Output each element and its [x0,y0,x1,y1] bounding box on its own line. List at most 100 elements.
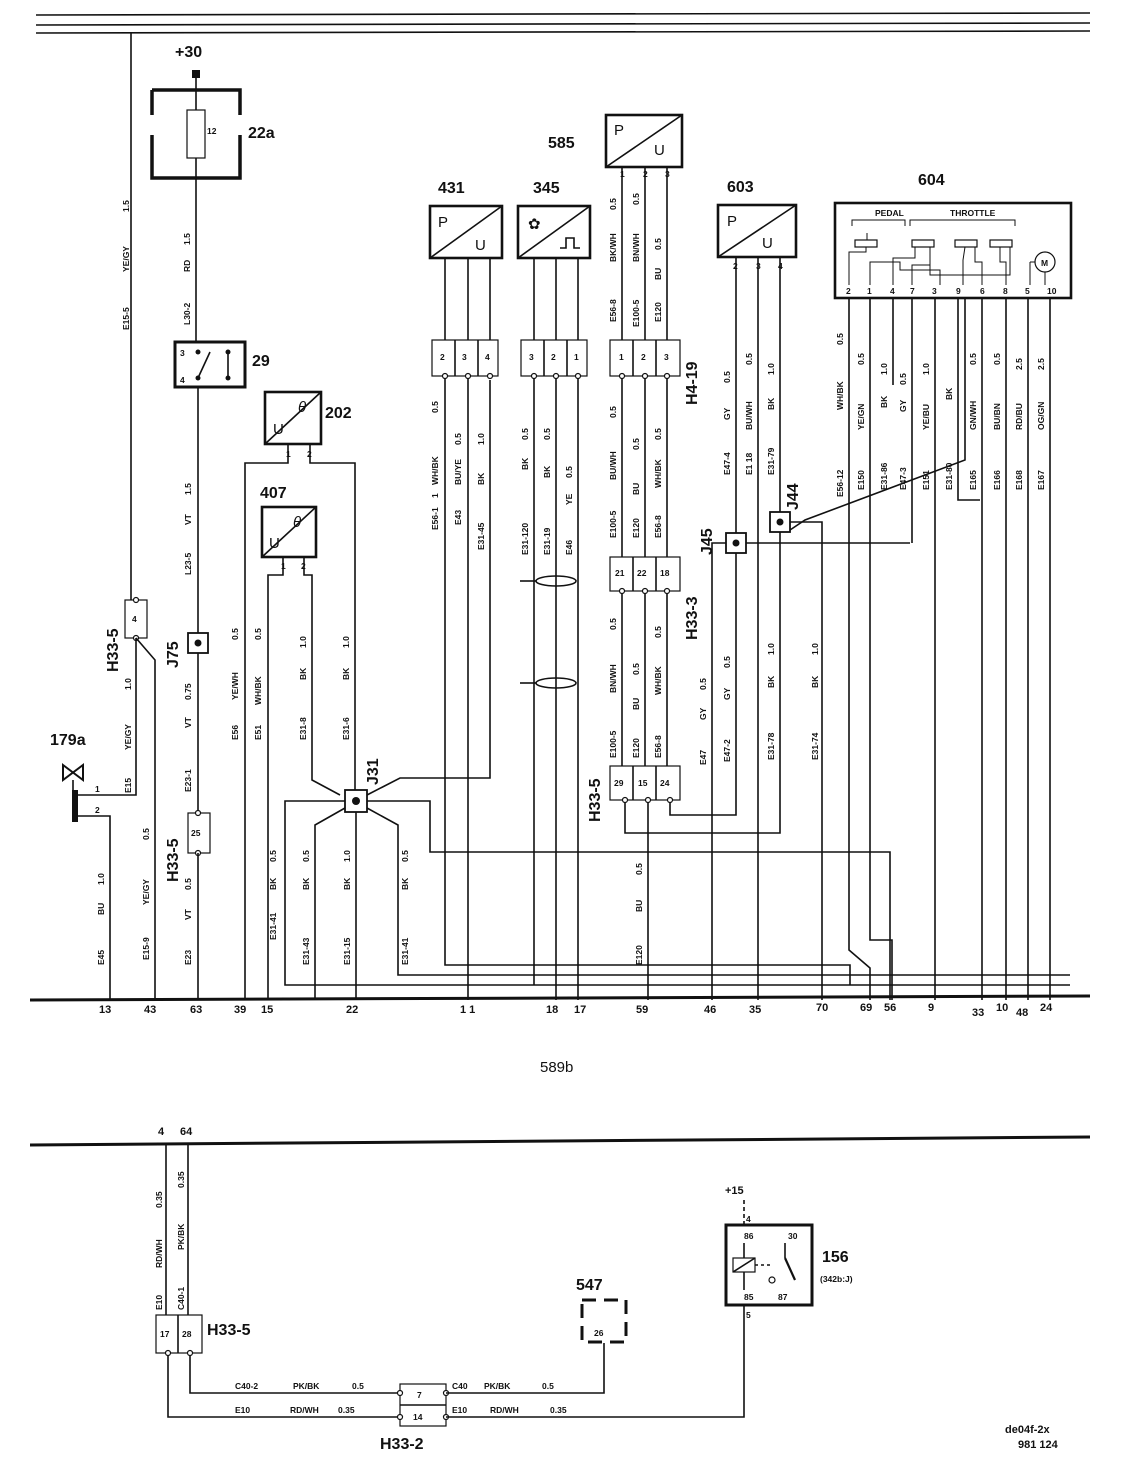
label-plus15: +15 [725,1185,744,1197]
svg-text:0.5: 0.5 [453,433,463,445]
svg-text:85: 85 [744,1292,754,1302]
svg-text:J45: J45 [699,528,716,555]
fuse-22a: +30 12 22a [150,44,275,180]
svg-text:BK: BK [766,397,776,410]
wire-label-e120-mid: 0.5 BU E120 [631,438,641,538]
wire-label-e100-5-top: 0.5 BN/WH E100-5 [631,193,641,327]
bus-pin-label: 70 [816,1002,828,1014]
svg-text:0.5: 0.5 [722,371,732,383]
svg-text:12: 12 [207,126,217,136]
svg-text:29: 29 [614,778,624,788]
bus-lower [29,1135,1091,1147]
pcm-pin-label: 9 [956,286,961,296]
svg-text:BU: BU [96,903,106,915]
svg-text:0.5: 0.5 [542,428,552,440]
bus-pin-label: 18 [546,1004,558,1016]
svg-text:C40: C40 [452,1381,468,1391]
label-179a: 179a [50,732,86,749]
svg-text:E45: E45 [96,950,106,965]
svg-text:0.5: 0.5 [253,628,263,640]
svg-text:1.0: 1.0 [341,636,351,648]
svg-text:26: 26 [594,1328,604,1338]
label-345: 345 [533,180,560,197]
wire-label-e100-5-low: 0.5 BN/WH E100-5 [608,618,618,758]
bus-pin-label: 56 [884,1002,896,1014]
connector-h4-19: 1 2 3 H4-19 [609,339,701,405]
svg-text:E56: E56 [230,725,240,740]
svg-text:E15: E15 [123,778,133,793]
wire-labels-604: 0.5 WH/BK E56-12 0.5 YE/GN E150 1.0 BK E… [835,333,1046,497]
wire-labels-lower-mid: C40-2 PK/BK 0.5 E10 RD/WH 0.35 [235,1381,364,1415]
label-29: 29 [252,353,270,370]
connector-h33-2: 7 14 H33-2 [380,1383,450,1453]
svg-text:PK/BK: PK/BK [176,1223,186,1250]
label-589b: 589b [540,1059,573,1076]
svg-text:θ: θ [293,514,301,531]
svg-text:0.5: 0.5 [430,401,440,413]
svg-text:0.5: 0.5 [898,373,908,385]
svg-text:1.0: 1.0 [810,643,820,655]
svg-text:1: 1 [619,352,624,362]
svg-text:E23-1: E23-1 [183,769,193,792]
svg-text:E31-86: E31-86 [879,462,889,490]
svg-text:0.5: 0.5 [608,618,618,630]
svg-text:WH/BK: WH/BK [253,675,263,705]
svg-text:0.5: 0.5 [835,333,845,345]
pcm-pin-label: 2 [846,286,851,296]
svg-text:E1 18: E1 18 [744,453,754,475]
svg-text:P: P [727,213,737,230]
svg-text:0.5: 0.5 [744,353,754,365]
svg-text:E31-120: E31-120 [520,523,530,555]
svg-text:1.0: 1.0 [921,363,931,375]
wire-label-e31-79: 1.0 BK E31-79 [766,363,776,475]
svg-text:1: 1 [430,493,440,498]
svg-text:0.5: 0.5 [631,438,641,450]
svg-text:WH/BK: WH/BK [653,458,663,488]
svg-text:E51: E51 [253,725,263,740]
bus-589b [29,994,1091,1002]
wire-label-e31-6: 1.0 BK E31-6 [341,636,351,740]
svg-text:E150: E150 [856,470,866,490]
svg-text:E168: E168 [1014,470,1024,490]
svg-text:1.0: 1.0 [476,433,486,445]
svg-text:GY: GY [698,707,708,720]
wire-label-e15-5: 1.5 YE/GY E15-5 [121,200,131,330]
wire-label-l30: 1.5 RD L30-2 [182,233,192,325]
svg-text:RD: RD [182,260,192,272]
svg-text:64: 64 [180,1126,193,1138]
wire-label-e43: 0.5 BU/YE E43 [453,433,463,525]
svg-text:E46: E46 [564,540,574,555]
wire-label-e56-8-mid: 0.5 WH/BK E56-8 [653,428,663,538]
wire-label-e31-41b: 0.5 BK E31-41 [400,850,410,965]
svg-text:L30-2: L30-2 [182,303,192,325]
svg-text:BU/BN: BU/BN [992,403,1002,430]
bus-pin-label: 17 [574,1004,586,1016]
svg-text:0.5: 0.5 [542,1381,554,1391]
pcm-pin-label: 10 [1047,286,1057,296]
svg-text:E15-5: E15-5 [121,307,131,330]
svg-text:4: 4 [158,1126,165,1138]
svg-text:E10: E10 [235,1405,250,1415]
svg-text:BK: BK [810,675,820,688]
svg-text:H33-5: H33-5 [587,778,604,822]
svg-text:0.5: 0.5 [631,663,641,675]
svg-text:30: 30 [788,1231,798,1241]
sensor-202: U θ 202 1 2 [263,390,352,459]
svg-text:14: 14 [413,1412,423,1422]
svg-text:BK: BK [879,395,889,408]
svg-text:0.5: 0.5 [564,466,574,478]
svg-text:VT: VT [183,513,193,525]
sensor-603: 603 P U 2 3 4 [716,179,798,271]
svg-text:0.35: 0.35 [176,1171,186,1188]
wire-labels-lower-left: 0.35 RD/WH E10 0.35 PK/BK C40-1 [154,1171,186,1310]
svg-text:GY: GY [898,399,908,412]
svg-text:YE/GY: YE/GY [141,879,151,905]
svg-text:BK: BK [341,667,351,680]
svg-text:3: 3 [529,352,534,362]
bus-pin-label: 59 [636,1004,648,1016]
wire-label-l23: 1.5 VT L23-5 [183,483,193,575]
svg-text:5: 5 [746,1310,751,1320]
svg-text:E100-5: E100-5 [631,299,641,327]
svg-text:E15-9: E15-9 [141,937,151,960]
